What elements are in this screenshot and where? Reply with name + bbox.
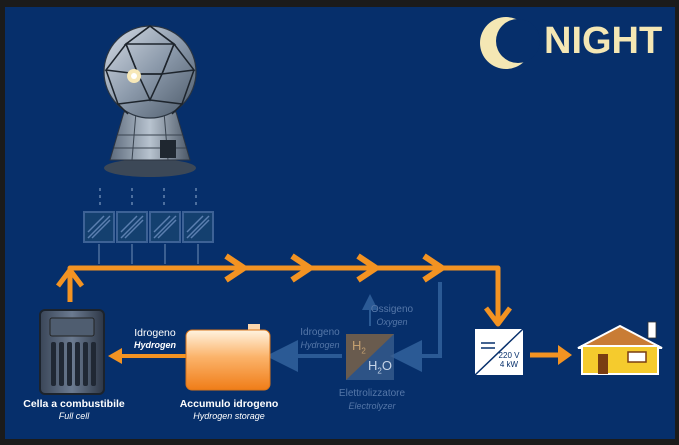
dim-flow-lines [266, 282, 442, 372]
geodesic-dome-icon [103, 25, 197, 177]
main-power-flow-arrow [67, 265, 501, 320]
electrolyzer-h2-symbol: H2 [352, 338, 366, 356]
hydrogen-out-label: Idrogeno Hydrogen [133, 327, 176, 350]
hydrogen-in-label: Idrogeno Hydrogen [300, 327, 340, 350]
electrolyzer-label: Elettrolizzatore Electrolyzer [338, 388, 406, 411]
flow-chevrons [56, 253, 512, 327]
hydrogen-storage-label: Accumulo idrogeno Hydrogen storage [179, 398, 279, 421]
electrolyzer-icon [346, 334, 394, 380]
fuel-cell-label: Cella a combustibile Full cell [23, 398, 125, 421]
house-icon [577, 321, 663, 375]
inverter-to-house-arrow [530, 345, 572, 365]
solar-panel-icon [83, 211, 214, 243]
hydrogen-tank-icon [185, 324, 271, 391]
hydrogen-to-fuel-cell-arrow [108, 348, 186, 364]
dome-connector-lines [99, 188, 197, 208]
inverter-rating: 220 V 4 kW [498, 351, 520, 369]
inverter-icon [473, 327, 525, 377]
mode-title: NIGHT [544, 20, 663, 62]
oxygen-label: Ossigeno Oxygen [370, 304, 414, 327]
electrolyzer-h2o-symbol: H2O [368, 358, 392, 376]
fuel-cell-icon [39, 309, 105, 395]
crescent-moon-icon [480, 17, 540, 69]
